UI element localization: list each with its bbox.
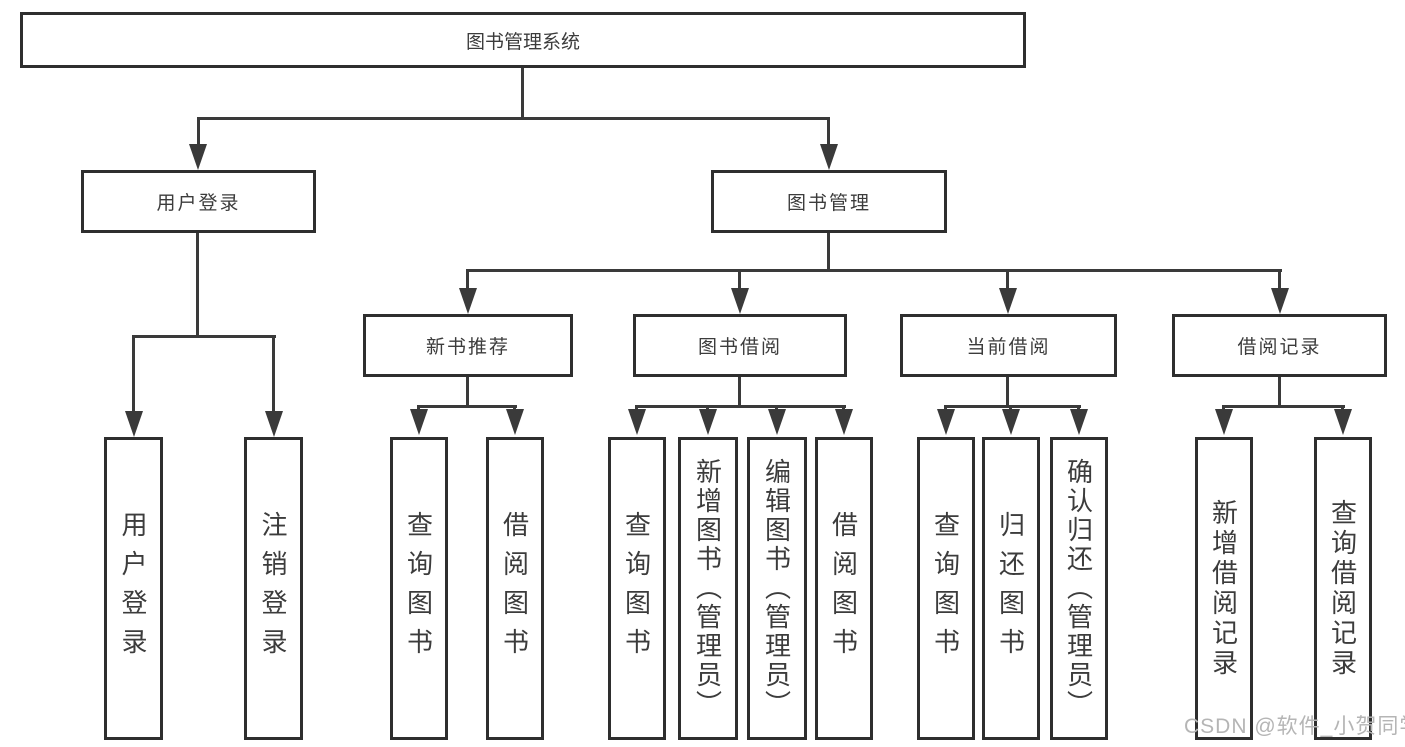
arrowhead-leaf-query-recommend [410,409,428,435]
node-book-management: 图书管理 [711,170,947,233]
connector-drop-current [1006,269,1009,290]
node-label: 新书推荐 [425,337,510,358]
connector-user-login-bus [132,335,276,338]
connector-drop-records [1278,269,1281,290]
node-user-login: 用户登录 [81,170,316,233]
leaf-label: 借阅图书 [499,510,530,667]
csdn-watermark: CSDN @软件_小贺同学 [1184,715,1405,738]
connector-drop-leaf-logout [272,335,275,413]
connector-drop-leaf-user-login [132,335,135,413]
connector-book-mgmt-stem [827,233,830,272]
leaf-borrow-books-borrow: 借阅图书 [815,437,873,740]
leaf-edit-book-admin: 编辑图书（管理员） [747,437,807,740]
node-label: 借阅记录 [1237,337,1322,358]
leaf-label: 查询图书 [930,510,961,667]
node-label: 用户登录 [156,193,241,214]
node-root-library-system: 图书管理系统 [20,12,1026,68]
arrowhead-leaf-query-current [937,409,955,435]
connector-l1-bus [197,117,830,120]
leaf-label: 新增图书（管理员） [692,458,723,719]
leaf-add-borrow-record: 新增借阅记录 [1195,437,1253,740]
leaf-add-book-admin: 新增图书（管理员） [678,437,738,740]
connector-current-stem [1006,377,1009,408]
leaf-label: 查询图书 [621,510,652,667]
leaf-query-books-current: 查询图书 [917,437,975,740]
node-current-borrow: 当前借阅 [900,314,1117,377]
arrowhead-leaf-add-book [699,409,717,435]
node-book-borrow: 图书借阅 [633,314,847,377]
arrowhead-borrow [731,288,749,314]
arrowhead-leaf-user-login [125,411,143,437]
arrowhead-book-mgmt [820,144,838,170]
leaf-label: 注销登录 [258,510,288,667]
node-label: 当前借阅 [966,337,1051,358]
arrowhead-leaf-add-record [1215,409,1233,435]
leaf-query-books-recommend: 查询图书 [390,437,448,740]
arrowhead-leaf-logout [265,411,283,437]
leaf-label: 编辑图书（管理员） [761,458,792,719]
connector-root-stem [521,68,524,119]
leaf-label: 确认归还（管理员） [1063,458,1094,719]
arrowhead-leaf-return-book [1002,409,1020,435]
leaf-logout-login: 注销登录 [244,437,303,740]
arrowhead-user-login [189,144,207,170]
node-label: 图书管理系统 [465,31,580,53]
leaf-label: 借阅图书 [828,510,859,667]
arrowhead-leaf-confirm-return [1070,409,1088,435]
arrowhead-recommend [459,288,477,314]
leaf-confirm-return-admin: 确认归还（管理员） [1050,437,1108,740]
arrowhead-records [1271,288,1289,314]
connector-borrow-stem [738,377,741,408]
connector-drop-book-mgmt [827,117,830,146]
arrowhead-leaf-borrow-book [835,409,853,435]
connector-borrow-bus [635,405,846,408]
arrowhead-leaf-borrow-recommend [506,409,524,435]
connector-drop-recommend [466,269,469,290]
leaf-borrow-books-recommend: 借阅图书 [486,437,544,740]
connector-records-bus [1222,405,1345,408]
leaf-label: 用户登录 [118,510,148,667]
leaf-query-books-borrow: 查询图书 [608,437,666,740]
node-new-book-recommend: 新书推荐 [363,314,573,377]
connector-drop-user-login [197,117,200,146]
node-label: 图书管理 [786,193,871,214]
arrowhead-leaf-query-borrow [628,409,646,435]
connector-drop-borrow [738,269,741,290]
leaf-label: 新增借阅记录 [1208,498,1239,679]
connector-current-bus [944,405,1081,408]
leaf-label: 查询借阅记录 [1327,498,1358,679]
connector-records-stem [1278,377,1281,408]
connector-l2-bus [466,269,1282,272]
connector-recommend-stem [466,377,469,408]
leaf-label: 查询图书 [403,510,434,667]
leaf-user-login: 用户登录 [104,437,163,740]
connector-user-login-stem [196,233,199,337]
arrowhead-current [999,288,1017,314]
connector-recommend-bus [417,405,517,408]
node-label: 图书借阅 [697,337,782,358]
arrowhead-leaf-query-record [1334,409,1352,435]
leaf-return-book: 归还图书 [982,437,1040,740]
leaf-label: 归还图书 [995,510,1026,667]
arrowhead-leaf-edit-book [768,409,786,435]
node-borrow-records: 借阅记录 [1172,314,1387,377]
leaf-query-borrow-record: 查询借阅记录 [1314,437,1372,740]
